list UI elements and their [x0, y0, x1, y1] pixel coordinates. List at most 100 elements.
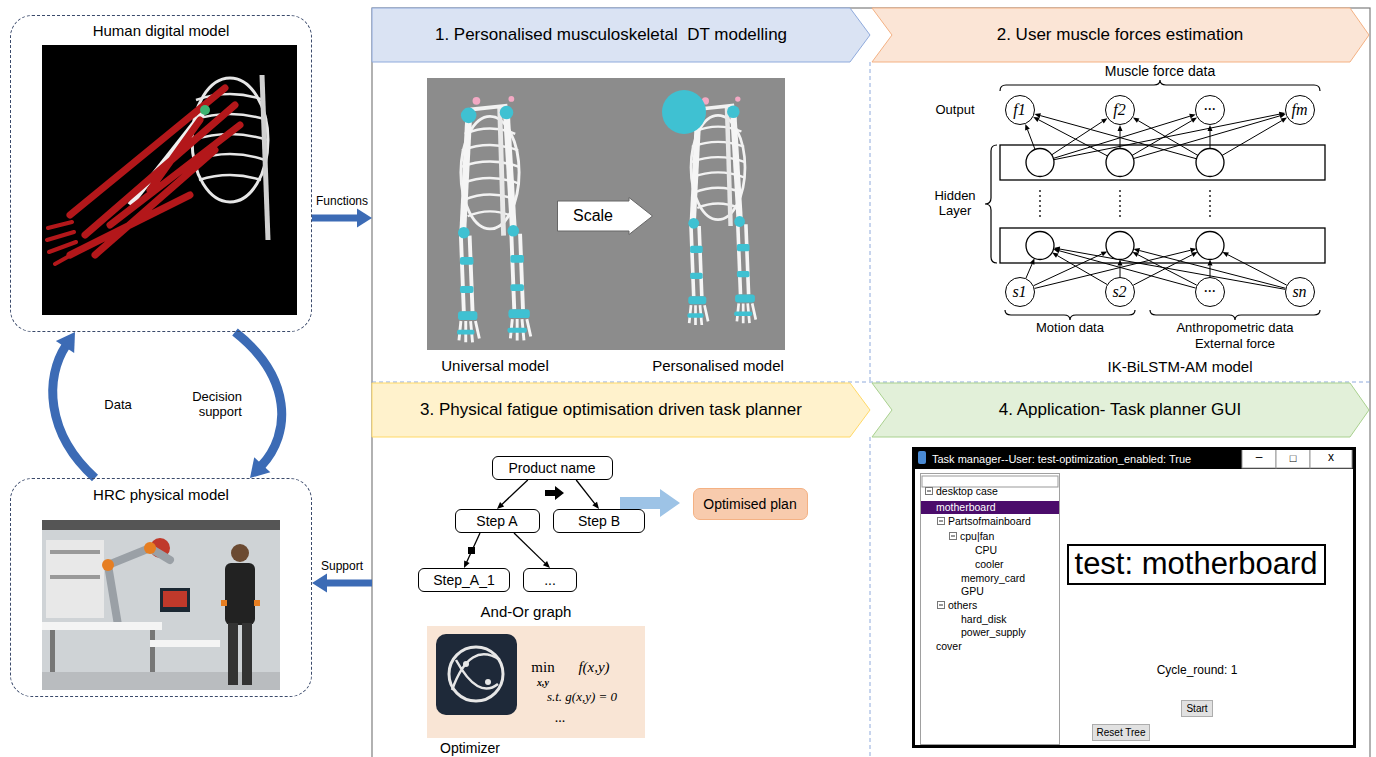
network-link	[1133, 255, 1192, 285]
gui-window	[918, 451, 926, 464]
model-box: HRC physical model	[10, 478, 312, 697]
text-label: Optimizer	[440, 740, 500, 756]
musculoskeletal-image	[662, 90, 706, 134]
graph-node: Step_A_1	[418, 568, 510, 592]
network-arrowhead	[1208, 260, 1213, 266]
node-text: Task manager--User: test-optimization_en…	[932, 452, 1191, 467]
neuron-circle: ···	[1195, 95, 1225, 125]
arrowhead	[357, 209, 372, 228]
node-text: 4. Application- Task planner GUI	[892, 383, 1348, 437]
text-label: □	[1290, 452, 1297, 465]
neural-network	[1026, 149, 1054, 177]
text-label: External force	[1195, 337, 1275, 352]
neural-network	[1106, 232, 1134, 260]
button: Start	[1181, 700, 1212, 717]
node-text: sn	[1286, 278, 1313, 305]
main-panel	[872, 383, 1369, 437]
connector	[497, 480, 528, 509]
network-link	[1060, 249, 1286, 289]
optimizer-image	[463, 661, 469, 667]
node-text: cover	[936, 639, 962, 653]
main-panel	[872, 8, 1369, 62]
human-model-image	[262, 75, 268, 240]
node-text: ···	[1196, 96, 1223, 123]
hrc-photo	[221, 600, 227, 606]
network-arrowhead	[1191, 118, 1197, 123]
node-text: 2. User muscle forces estimation	[892, 8, 1348, 62]
main-panel	[870, 62, 871, 382]
network-arrowhead	[1208, 125, 1213, 131]
musculoskeletal-image	[687, 96, 755, 325]
human-model-image	[192, 78, 268, 202]
network-arrowhead	[1190, 248, 1196, 253]
neural-network	[985, 145, 997, 263]
human-model-image	[42, 45, 297, 315]
and-or-decor	[545, 486, 564, 500]
node-text: Partsofmainboard	[948, 514, 1031, 528]
hrc-photo	[108, 548, 170, 625]
edge-label: Decision support	[174, 390, 242, 420]
network-arrowhead	[1133, 118, 1139, 123]
main-panel	[372, 382, 1370, 383]
hrc-photo	[150, 640, 220, 647]
neuron-circle: s2	[1105, 277, 1135, 307]
neural-network	[1000, 228, 1325, 263]
network-arrowhead	[1054, 247, 1060, 252]
hrc-photo	[144, 542, 156, 554]
text-label: x	[1328, 451, 1334, 465]
network-arrowhead	[1118, 125, 1123, 131]
connector	[235, 332, 282, 478]
text-label: Muscle force data	[1105, 63, 1216, 79]
text-label: Hidden Layer	[930, 189, 980, 219]
network-arrowhead	[1132, 252, 1138, 257]
graph-node: ...	[523, 568, 577, 592]
connector-line	[467, 533, 480, 562]
main-panel	[372, 8, 1370, 757]
graph-node: Step A	[455, 509, 540, 533]
node-text: Optimised plan	[703, 496, 796, 512]
display-box: test: motherboard	[1067, 544, 1326, 585]
network-arrowhead	[1101, 251, 1107, 256]
hrc-photo	[160, 588, 190, 612]
optimizer-image	[427, 626, 645, 738]
app-window: Task manager--User: test-optimization_en…	[912, 447, 1356, 748]
text-label: Cycle_round: 1	[1157, 664, 1238, 678]
arrowhead	[464, 560, 470, 568]
network-link	[1222, 121, 1282, 156]
node-text: memory_card	[961, 571, 1025, 585]
network-arrowhead	[1281, 118, 1287, 123]
network-link	[1210, 266, 1211, 278]
node-text: fm	[1286, 96, 1313, 123]
text-label: ...	[555, 710, 566, 726]
graph-node: Product name	[492, 456, 613, 480]
network-arrowhead	[1134, 248, 1140, 253]
node-text: s1	[1006, 278, 1033, 305]
network-link	[1120, 131, 1121, 149]
optimizer-image	[436, 634, 517, 715]
section-panel: 1. Personalised musculoskeletal DT model…	[372, 8, 870, 382]
main-panel	[870, 437, 871, 757]
node-text: f2	[1106, 96, 1133, 123]
network-arrowhead	[1025, 124, 1030, 130]
node-text: ...	[544, 572, 556, 588]
gui-window	[912, 447, 1356, 748]
node-text: Human digital model	[11, 22, 311, 39]
network-arrowhead	[1030, 258, 1035, 264]
human-model-image	[42, 45, 297, 315]
network-link	[1138, 121, 1198, 156]
node-text: f1	[1006, 96, 1033, 123]
edge-label: Data	[104, 398, 131, 413]
human-model-image	[200, 105, 210, 115]
text-label: x,y	[537, 677, 549, 689]
node-text: Step A	[476, 513, 517, 529]
main-panel	[372, 8, 870, 62]
gui-window	[1242, 449, 1276, 468]
node-text: Step B	[578, 513, 620, 529]
connector-line	[514, 533, 545, 564]
gui-window	[1310, 449, 1352, 468]
and-or-decor	[468, 486, 680, 554]
neural-network	[1106, 149, 1134, 177]
arrowhead	[592, 502, 599, 509]
